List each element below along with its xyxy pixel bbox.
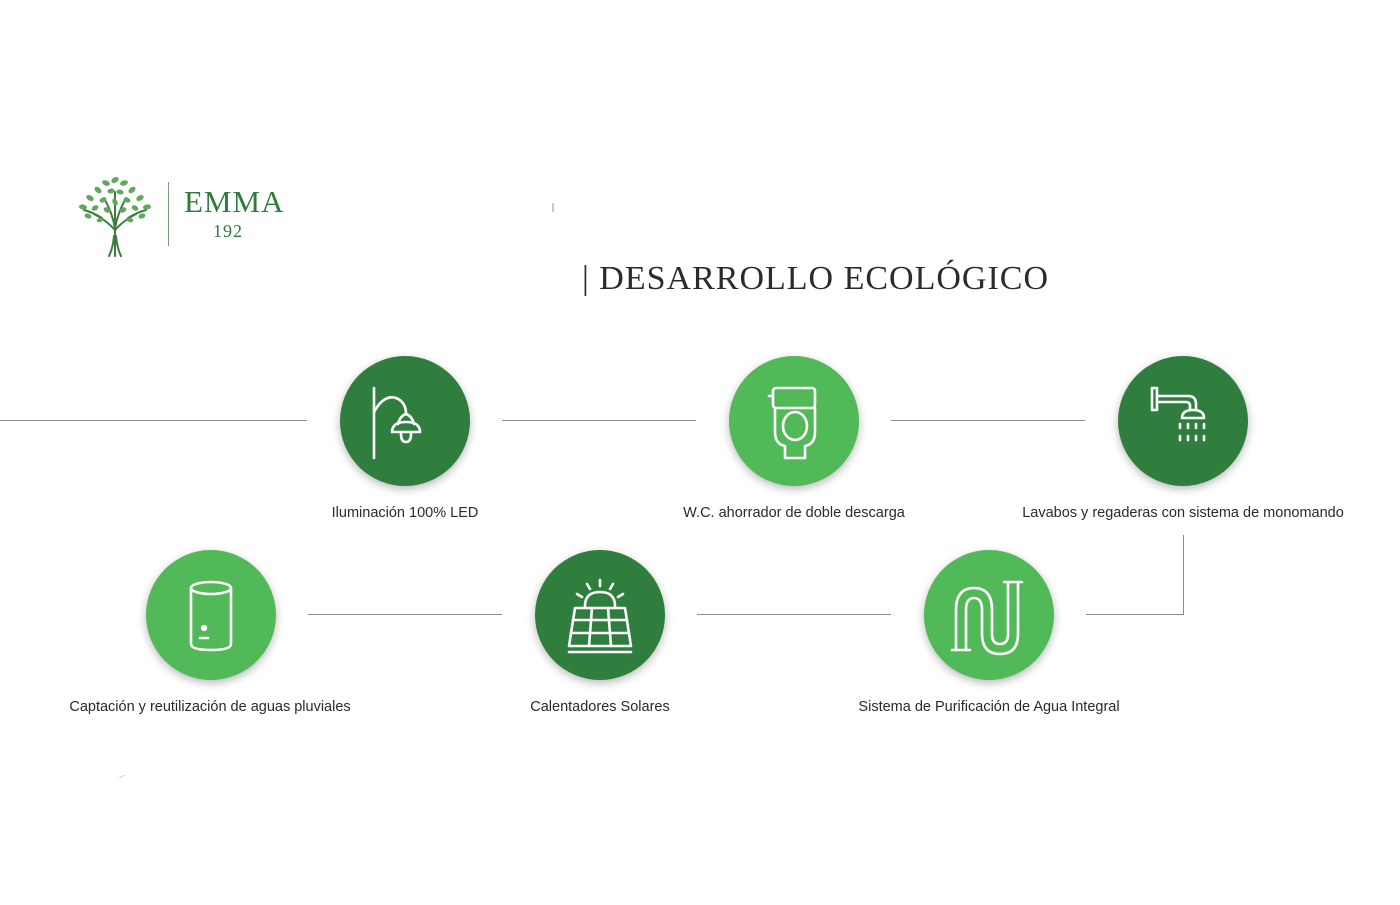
feature-label: Captación y reutilización de aguas pluvi… <box>69 699 351 715</box>
water-pipes-icon <box>950 580 1024 656</box>
toilet-icon <box>767 386 817 460</box>
brand-logo: EMMA 192 <box>76 170 296 260</box>
connector-line <box>1086 614 1183 615</box>
connector-line <box>1183 535 1184 615</box>
decorative-tick <box>119 774 125 779</box>
feature-label: W.C. ahorrador de doble descarga <box>683 505 905 521</box>
connector-line <box>0 420 307 421</box>
logo-divider <box>168 182 169 246</box>
tree-icon <box>79 176 151 257</box>
connector-line <box>697 614 891 615</box>
feature-circle-led <box>340 356 470 486</box>
brand-number: 192 <box>213 221 243 241</box>
feature-circle-purification <box>924 550 1054 680</box>
shower-icon <box>1150 386 1206 442</box>
brand-name: EMMA <box>184 184 285 219</box>
connector-line <box>891 420 1085 421</box>
feature-label: Iluminación 100% LED <box>331 505 479 521</box>
water-tank-icon <box>189 580 233 652</box>
feature-label: Sistema de Purificación de Agua Integral <box>858 699 1120 715</box>
feature-circle-rainwater <box>146 550 276 680</box>
solar-panel-icon <box>567 578 633 654</box>
feature-circle-solar <box>535 550 665 680</box>
feature-label: Lavabos y regaderas con sistema de monom… <box>1022 505 1344 521</box>
decorative-mark <box>552 203 554 212</box>
feature-circle-shower <box>1118 356 1248 486</box>
connector-line <box>308 614 502 615</box>
connector-line <box>502 420 696 421</box>
feature-label: Calentadores Solares <box>530 699 670 715</box>
feature-circle-wc <box>729 356 859 486</box>
page-title: | DESARROLLO ECOLÓGICO <box>582 260 1050 297</box>
led-lamp-icon <box>372 386 422 460</box>
